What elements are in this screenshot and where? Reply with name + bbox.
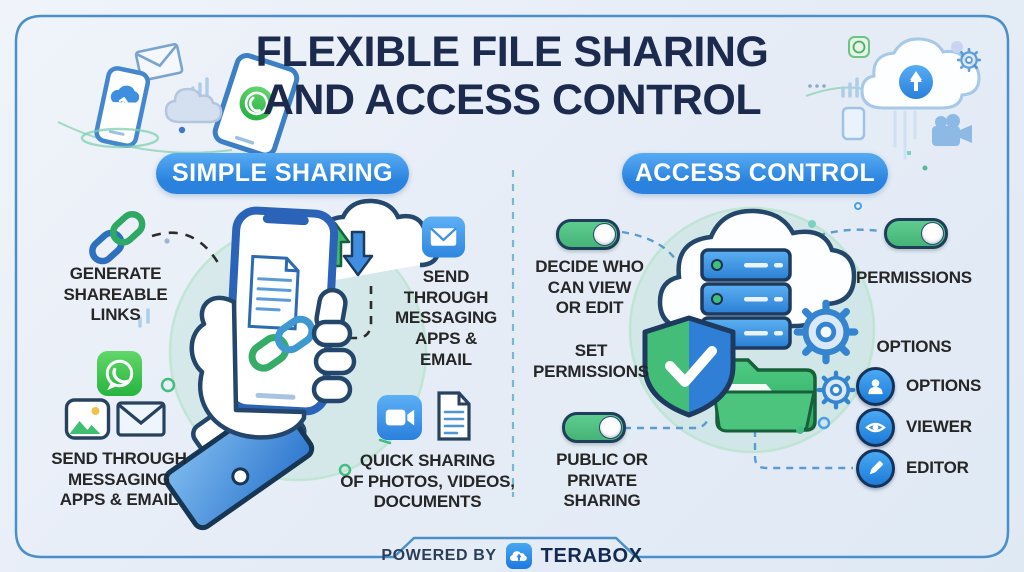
send-messaging-right-label: SEND THROUGH MESSAGING APPS & EMAIL — [394, 267, 498, 369]
envelope-icon — [116, 401, 166, 437]
frame-border — [14, 14, 1010, 559]
terabox-logo-icon — [505, 543, 532, 569]
access-control-heading[interactable]: ACCESS CONTROL — [622, 153, 888, 194]
dashed-connector — [347, 286, 373, 340]
role-viewer: VIEWER — [856, 407, 972, 447]
dashed-connector — [624, 415, 711, 430]
video-app-icon — [376, 394, 423, 441]
terabox-brand-label: TERABOX — [540, 544, 643, 567]
powered-by-label: POWERED BY — [381, 547, 497, 564]
role-editor: EDITOR — [856, 448, 969, 488]
decide-who-label: DECIDE WHO CAN VIEW OR EDIT — [535, 257, 644, 318]
role-options: OPTIONS — [856, 366, 981, 406]
hand-phone-illustration — [151, 198, 442, 531]
eye-icon[interactable] — [856, 407, 895, 447]
dashed-connector — [753, 430, 853, 470]
server-icon — [700, 248, 792, 350]
user-icon[interactable] — [856, 366, 895, 406]
shield-check-icon — [642, 315, 736, 418]
footer: POWERED BY TERABOX — [0, 541, 1024, 571]
gear-icon — [819, 373, 854, 408]
pencil-icon[interactable] — [856, 448, 895, 488]
quick-sharing-label: QUICK SHARING OF PHOTOS, VIDEOS, DOCUMEN… — [340, 451, 515, 512]
top-left-decoration — [57, 42, 300, 328]
folder-icon — [712, 358, 817, 433]
options-heading-label: OPTIONS — [876, 337, 952, 356]
cloud-server-illustration — [621, 202, 881, 470]
toggle-knob — [921, 222, 944, 245]
role-label: VIEWER — [906, 417, 972, 436]
role-label: OPTIONS — [906, 376, 982, 395]
dashed-connector — [151, 231, 223, 269]
gear-icon — [797, 303, 855, 361]
role-label: EDITOR — [906, 458, 969, 477]
photo-icon — [64, 398, 111, 440]
public-private-label: PUBLIC OR PRIVATE SHARING — [556, 450, 648, 511]
mail-app-icon — [421, 215, 466, 259]
dashed-connector — [621, 230, 677, 261]
simple-sharing-heading[interactable]: SIMPLE SHARING — [156, 153, 409, 194]
whatsapp-icon — [96, 350, 143, 397]
permissions-label: PERMISSIONS — [856, 268, 972, 287]
title-line-2: AND ACCESS CONTROL — [262, 76, 762, 125]
send-messaging-left-label: SEND THROUGH MESSAGING APPS & EMAIL — [51, 449, 187, 510]
toggle-decide-who[interactable] — [556, 219, 620, 250]
page-title: FLEXIBLE FILE SHARING AND ACCESS CONTROL — [142, 28, 882, 124]
toggle-knob — [593, 223, 616, 246]
document-icon — [432, 390, 476, 442]
chain-link-icon — [88, 208, 148, 266]
toggle-public-private[interactable] — [562, 412, 626, 443]
toggle-permissions[interactable] — [884, 218, 948, 249]
title-line-1: FLEXIBLE FILE SHARING — [255, 28, 769, 76]
set-permissions-label: SET PERMISSIONS — [533, 341, 649, 381]
toggle-knob — [599, 416, 622, 439]
generate-links-label: GENERATE SHAREABLE LINKS — [63, 264, 168, 325]
top-right-decoration — [805, 36, 982, 171]
